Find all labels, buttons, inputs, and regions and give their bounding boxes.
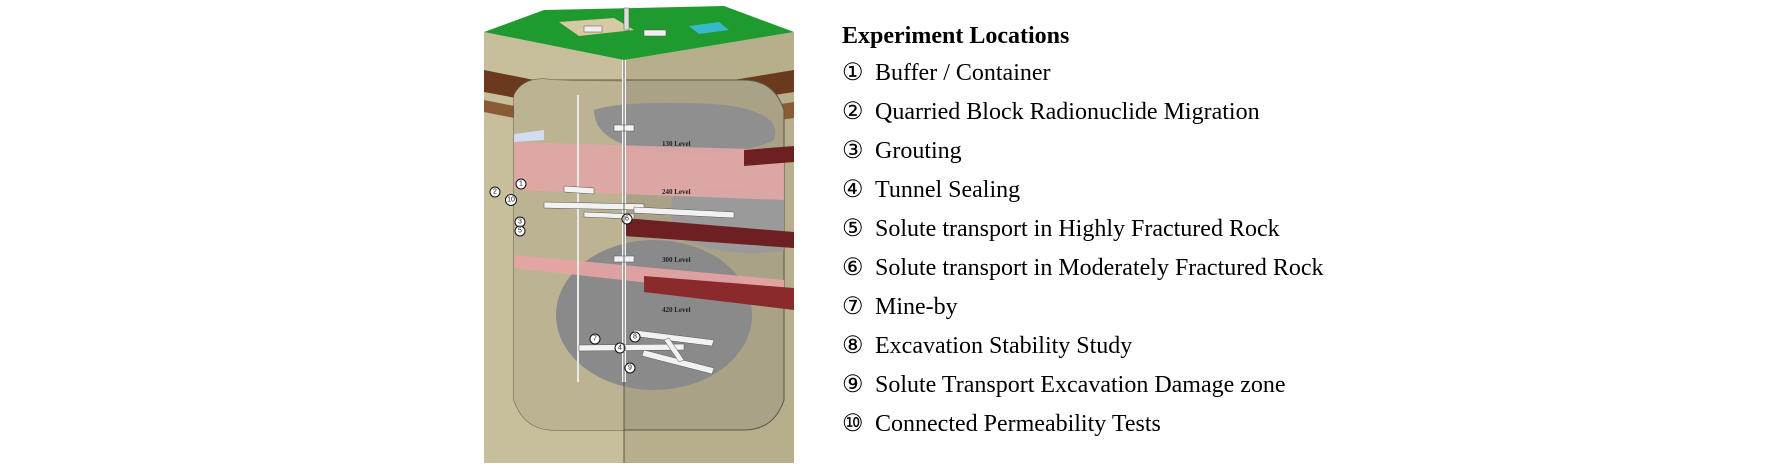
pink-fracture-zone (514, 142, 784, 200)
surface-building (643, 29, 667, 37)
svg-text:7: 7 (593, 336, 597, 343)
legend-item-label: Solute transport in Moderately Fractured… (875, 255, 1324, 281)
legend-item-label: Tunnel Sealing (875, 177, 1021, 203)
level-label-300: 300 Level (662, 256, 691, 264)
marker-3: 3 (514, 216, 526, 228)
experiment-legend: Experiment Locations ① Buffer / Container… (842, 18, 1402, 444)
headframe-tower (623, 7, 630, 31)
legend-item-label: Quarried Block Radionuclide Migration (875, 99, 1260, 125)
svg-text:1: 1 (519, 181, 523, 188)
marker-2: 2 (489, 186, 501, 198)
surface-building (583, 25, 603, 33)
svg-text:5: 5 (518, 228, 522, 235)
level-label-130: 130 Level (662, 140, 691, 148)
marker-10: 10 (505, 194, 517, 206)
legend-item: ⑥ Solute transport in Moderately Fracture… (842, 249, 1402, 288)
legend-item: ④ Tunnel Sealing (842, 171, 1402, 210)
dark-red-fracture-band (744, 146, 794, 166)
marker-6: 6 (621, 213, 633, 225)
underground-lab-diagram: 130 Level 240 Level 300 Level 420 Level … (484, 0, 824, 463)
legend-item-number: ⑤ (842, 216, 864, 242)
level-label-420: 420 Level (662, 306, 691, 314)
marker-8: 8 (629, 331, 641, 343)
legend-item: ③ Grouting (842, 132, 1402, 171)
tunnels-420-level (578, 329, 715, 375)
marker-1: 1 (515, 178, 527, 190)
marker-7: 7 (589, 333, 601, 345)
marker-9: 9 (624, 362, 636, 374)
level-label-240: 240 Level (662, 188, 691, 196)
svg-text:8: 8 (633, 334, 637, 341)
legend-item-number: ⑨ (842, 372, 864, 398)
legend-item-label: Grouting (875, 138, 962, 164)
legend-item-label: Connected Permeability Tests (875, 411, 1161, 437)
legend-item-label: Buffer / Container (875, 60, 1051, 86)
svg-text:2: 2 (493, 189, 497, 196)
legend-item-number: ② (842, 99, 864, 125)
dark-red-fracture-band (644, 276, 794, 310)
svg-text:6: 6 (625, 216, 629, 223)
legend-item-number: ④ (842, 177, 864, 203)
dark-red-fracture-band (624, 218, 794, 248)
legend-item: ⑩ Connected Permeability Tests (842, 405, 1402, 444)
legend-item: ⑧ Excavation Stability Study (842, 327, 1402, 366)
legend-item-number: ③ (842, 138, 864, 164)
svg-text:9: 9 (628, 365, 632, 372)
tunnels-240-level (543, 185, 735, 220)
legend-item-label: Solute transport in Highly Fractured Roc… (875, 216, 1280, 242)
legend-list: ① Buffer / Container ② Quarried Block Radi… (842, 54, 1402, 444)
legend-item: ① Buffer / Container (842, 54, 1402, 93)
marker-5: 5 (514, 225, 526, 237)
legend-item: ⑤ Solute transport in Highly Fractured Ro… (842, 210, 1402, 249)
lab-cutaway-illustration: 130 Level 240 Level 300 Level 420 Level … (484, 6, 794, 463)
svg-text:3: 3 (518, 219, 522, 226)
surface-pond (689, 22, 729, 34)
legend-item: ⑨ Solute Transport Excavation Damage zone (842, 366, 1402, 405)
legend-item-number: ⑥ (842, 255, 864, 281)
legend-item-number: ⑩ (842, 411, 864, 437)
legend-item-number: ① (842, 60, 864, 86)
legend-item-number: ⑧ (842, 333, 864, 359)
legend-item-label: Solute Transport Excavation Damage zone (875, 372, 1286, 398)
surface-terrain (484, 6, 794, 60)
legend-item-label: Excavation Stability Study (875, 333, 1133, 359)
legend-item: ② Quarried Block Radionuclide Migration (842, 93, 1402, 132)
legend-item: ⑦ Mine-by (842, 288, 1402, 327)
legend-item-label: Mine-by (875, 294, 958, 320)
legend-item-number: ⑦ (842, 294, 864, 320)
grey-rock-zone (594, 102, 776, 154)
marker-4: 4 (614, 342, 626, 354)
legend-title: Experiment Locations (842, 23, 1070, 49)
svg-text:10: 10 (507, 197, 515, 204)
blue-sliver (514, 130, 544, 142)
svg-text:4: 4 (618, 345, 622, 352)
